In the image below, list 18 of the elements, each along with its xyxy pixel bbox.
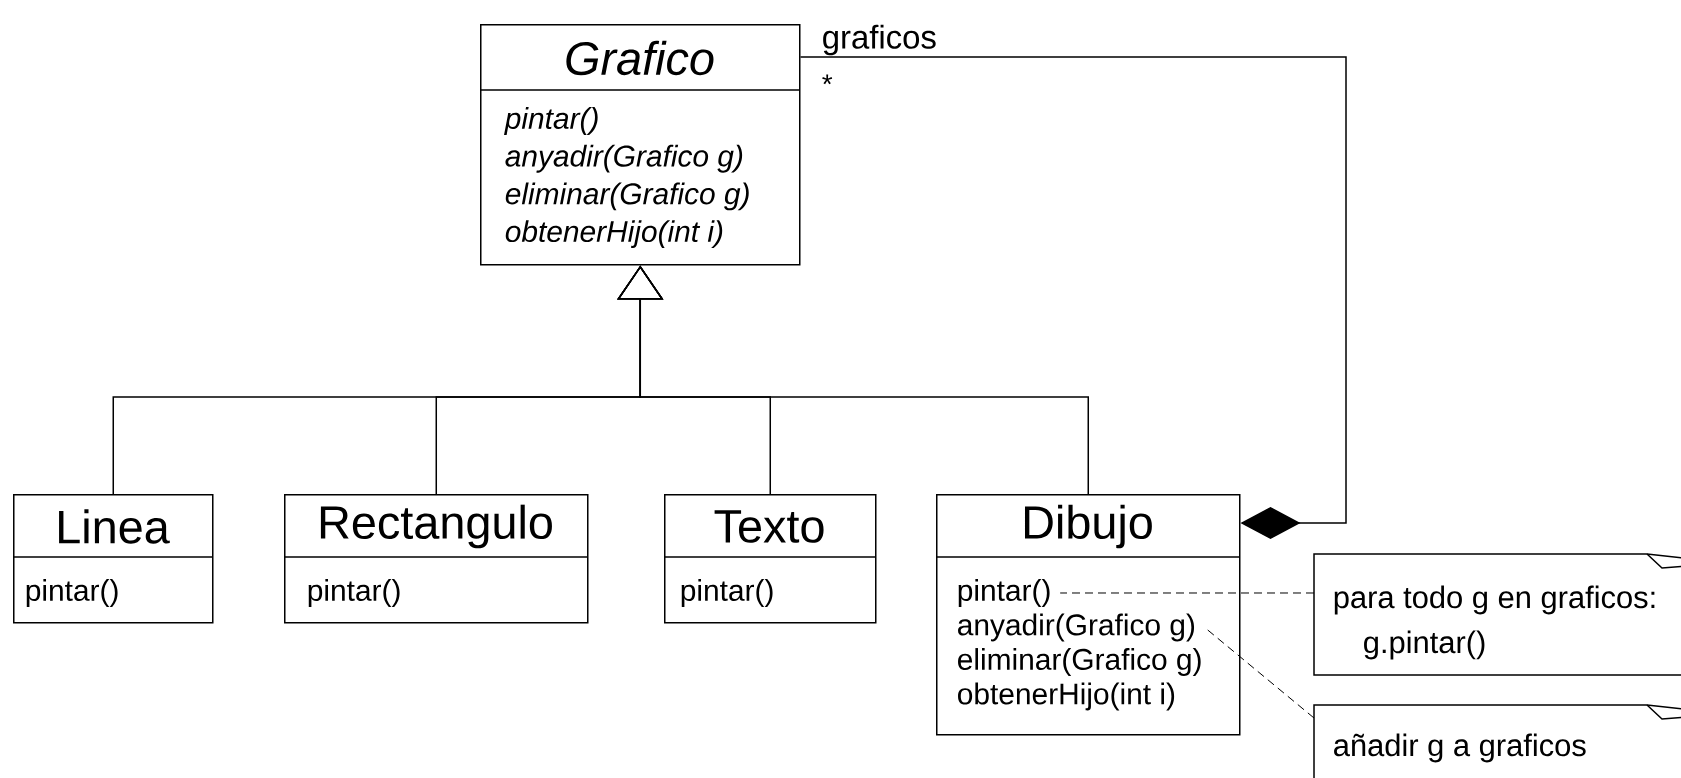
method-text: pintar() (681, 579, 773, 607)
method-text: pintar() (958, 579, 1050, 607)
method-text: obtenerHijo(int i) (505, 220, 723, 249)
note: para todo g en graficos: g.pintar() (1313, 553, 1681, 676)
leader-line (1204, 627, 1315, 719)
method-text: pintar() (26, 579, 118, 607)
leader-line (1059, 592, 1315, 594)
edge-label: graficos (823, 24, 936, 56)
method-text: eliminar(Grafico g) (505, 182, 749, 211)
method-text: pintar() (308, 579, 400, 607)
method-text: eliminar(Grafico g) (958, 648, 1201, 676)
method-text: pintar() (504, 107, 598, 135)
multiplicity-label: * (822, 74, 833, 85)
composition-line (799, 56, 1347, 539)
method-text: anyadir(Grafico g) (958, 613, 1195, 642)
method-text: anyadir(Grafico g) (505, 144, 743, 173)
method-text: obtenerHijo(int i) (958, 682, 1175, 711)
note: añadir g a graficos (1313, 704, 1681, 778)
